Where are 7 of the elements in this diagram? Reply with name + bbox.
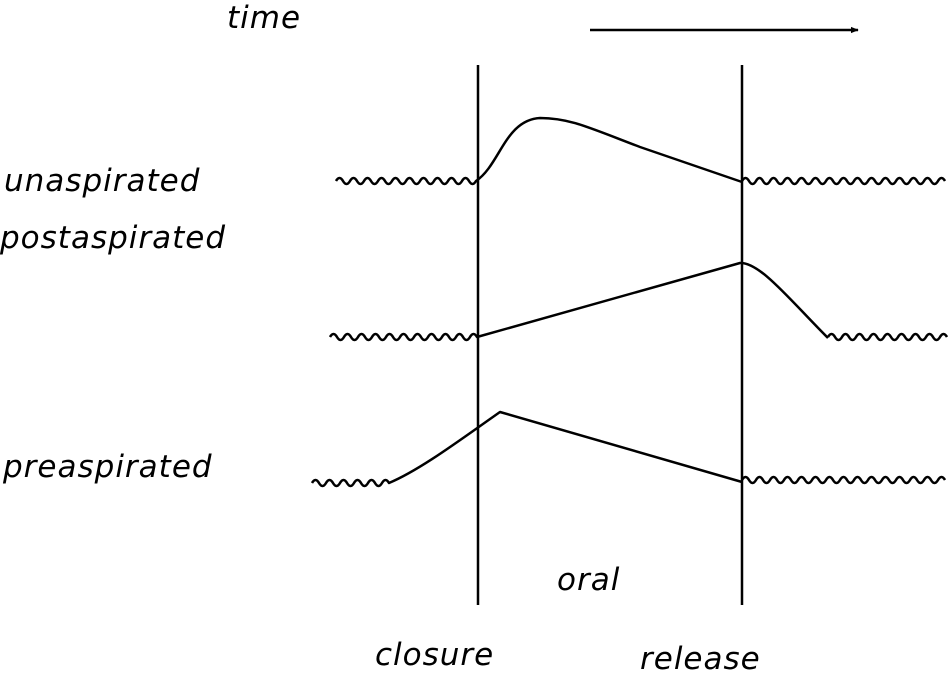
row-label: preaspirated [3,452,213,483]
row-label: postaspirated [0,223,226,254]
axis-label: time [227,3,302,34]
phase-label: release [640,644,761,675]
row-label: unaspirated [4,166,200,197]
phase-label: oral [557,565,620,596]
phase-label: closure [375,640,494,671]
